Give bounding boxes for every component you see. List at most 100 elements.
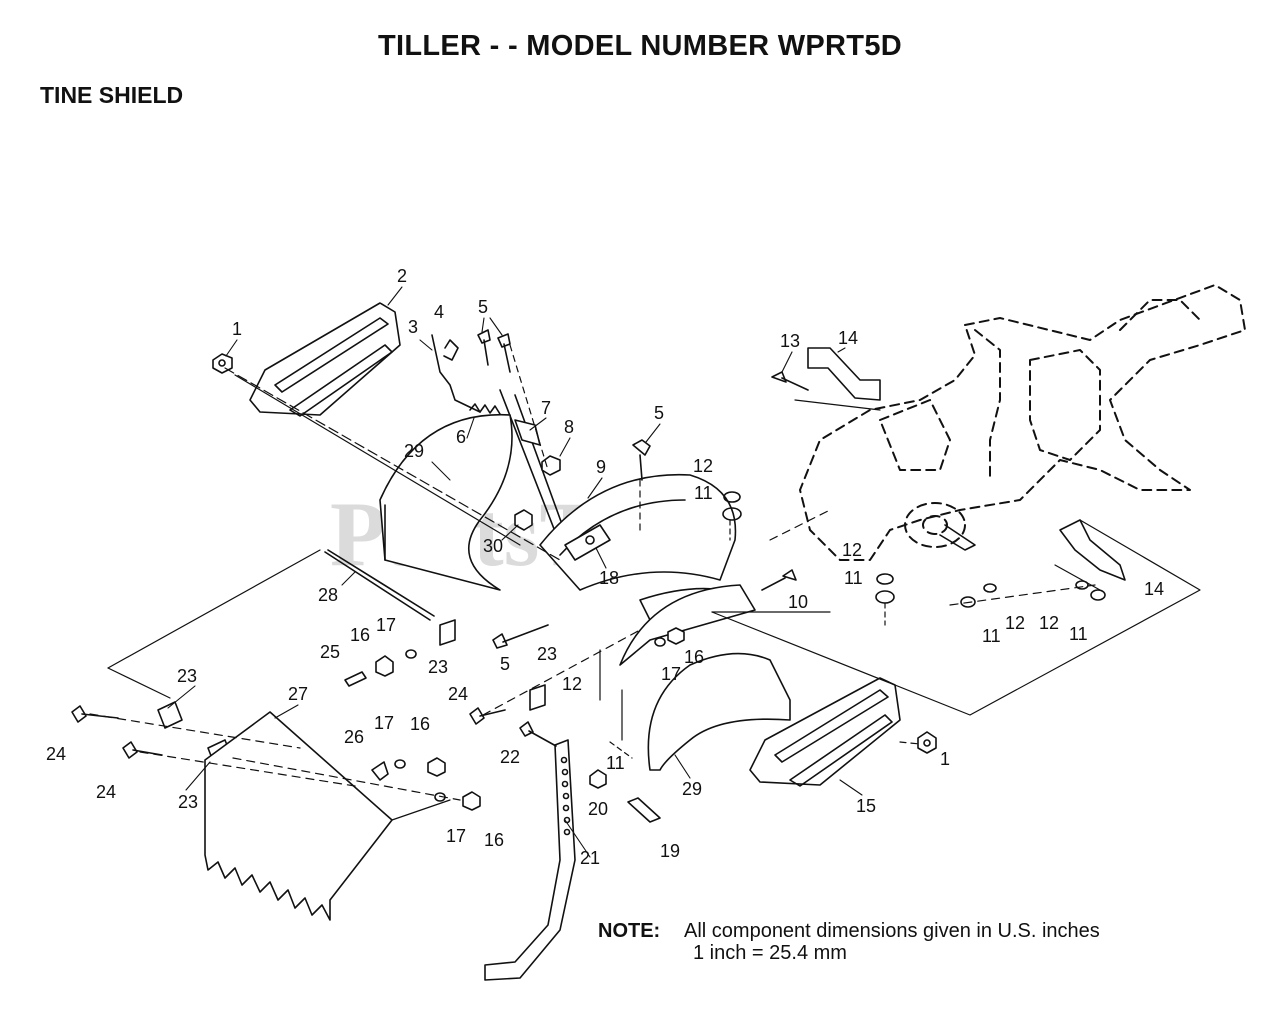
part-29-shield-lower: [619, 584, 791, 771]
part-25-pin: [344, 671, 367, 687]
callout-29: 29: [404, 441, 424, 461]
callout-3: 3: [408, 317, 418, 337]
part-22-bolt: [519, 721, 557, 747]
callout-7: 7: [541, 398, 551, 418]
part-23-hinge-a: [439, 619, 456, 646]
assembly-lines: [89, 344, 1201, 821]
callout-23: 23: [177, 666, 197, 686]
callout-27: 27: [288, 684, 308, 704]
callout-18: 18: [599, 568, 619, 588]
callout-1: 1: [940, 749, 950, 769]
callout-12: 12: [1039, 613, 1059, 633]
callout-6: 6: [456, 427, 466, 447]
note-line-2: 1 inch = 25.4 mm: [693, 942, 847, 964]
callout-11: 11: [844, 568, 863, 588]
part-2-side-plate: [249, 302, 401, 417]
tiller-frame-outline: [799, 284, 1246, 561]
callout-23: 23: [428, 657, 448, 677]
callout-26: 26: [344, 727, 364, 747]
part-10-bolt: [761, 569, 797, 591]
part-23-hinge-b: [529, 684, 546, 711]
part-28-rod: [324, 551, 431, 621]
callout-23: 23: [537, 644, 557, 664]
part-1-nut-left: [212, 353, 233, 374]
callout-5: 5: [478, 297, 488, 317]
page-title: TILLER - - MODEL NUMBER WPRT5D: [378, 30, 902, 62]
part-1-nut-right: [917, 731, 937, 754]
callout-17: 17: [374, 713, 394, 733]
callout-15: 15: [856, 796, 876, 816]
part-13-bolt: [771, 371, 809, 391]
callout-12: 12: [1005, 613, 1025, 633]
callout-16: 16: [350, 625, 370, 645]
callout-29: 29: [682, 779, 702, 799]
callout-23: 23: [178, 792, 198, 812]
callout-16: 16: [410, 714, 430, 734]
callout-13: 13: [780, 331, 800, 351]
part-17-16-hardware-mid: [654, 627, 685, 647]
part-12-11-washers-b: [875, 573, 895, 604]
callout-11: 11: [1069, 624, 1088, 644]
part-8-nut: [541, 455, 561, 476]
callout-16: 16: [484, 830, 504, 850]
callout-leaders: [167, 286, 863, 858]
callout-5: 5: [500, 654, 510, 674]
callout-24: 24: [46, 744, 66, 764]
callout-17: 17: [376, 615, 396, 635]
part-28-rod-edge: [327, 549, 435, 617]
part-14-bracket-right: [1059, 519, 1126, 581]
callout-30: 30: [483, 536, 503, 556]
callout-1: 1: [232, 319, 242, 339]
callout-24: 24: [448, 684, 468, 704]
part-5-bolt-mid: [632, 439, 651, 481]
part-12-11-washers-c: [960, 580, 1106, 608]
callout-8: 8: [564, 417, 574, 437]
callout-21: 21: [580, 848, 600, 868]
part-26-hook: [371, 761, 389, 781]
part-15-side-plate: [749, 677, 901, 787]
callout-5: 5: [654, 403, 664, 423]
part-6-spring: [469, 403, 501, 415]
callout-20: 20: [588, 799, 608, 819]
part-5-bolts-top: [477, 329, 511, 373]
part-19-pin: [627, 797, 661, 823]
part-27-flap: [204, 711, 393, 921]
callout-11: 11: [982, 626, 1001, 646]
dimension-note: NOTE: All component dimensions given in U…: [598, 920, 1100, 964]
callout-14: 14: [1144, 579, 1164, 599]
part-20-nut: [589, 769, 607, 789]
callout-16: 16: [684, 647, 704, 667]
callout-22: 22: [500, 747, 520, 767]
tine-shaft: [939, 524, 976, 551]
part-17-16-hardware-b: [394, 757, 481, 811]
callout-25: 25: [320, 642, 340, 662]
callout-24: 24: [96, 782, 116, 802]
callout-12: 12: [562, 674, 582, 694]
part-14-bracket-top: [807, 347, 881, 401]
part-29-shield-upper: [379, 413, 513, 591]
part-16-17-hardware-a: [375, 649, 417, 677]
callout-11: 11: [606, 753, 625, 773]
note-label: NOTE:: [598, 920, 661, 942]
callout-9: 9: [596, 457, 606, 477]
callout-12: 12: [842, 540, 862, 560]
callout-14: 14: [838, 328, 858, 348]
callout-2: 2: [397, 266, 407, 286]
part-18-bracket: [564, 524, 611, 561]
note-line-1: All component dimensions given in U.S. i…: [684, 920, 1100, 942]
part-5-bolt-lower: [492, 624, 549, 649]
callout-19: 19: [660, 841, 680, 861]
callout-17: 17: [661, 664, 681, 684]
part-30-nut: [514, 509, 533, 531]
callout-28: 28: [318, 585, 338, 605]
callout-10: 10: [788, 592, 808, 612]
callout-17: 17: [446, 826, 466, 846]
part-21-depth-bar: [484, 739, 576, 981]
callout-12: 12: [693, 456, 713, 476]
part-12-11-washers-a: [722, 491, 742, 521]
callout-11: 11: [694, 483, 713, 503]
part-3-rod: [431, 334, 481, 413]
callout-4: 4: [434, 302, 444, 322]
part-4-clip: [443, 339, 459, 361]
